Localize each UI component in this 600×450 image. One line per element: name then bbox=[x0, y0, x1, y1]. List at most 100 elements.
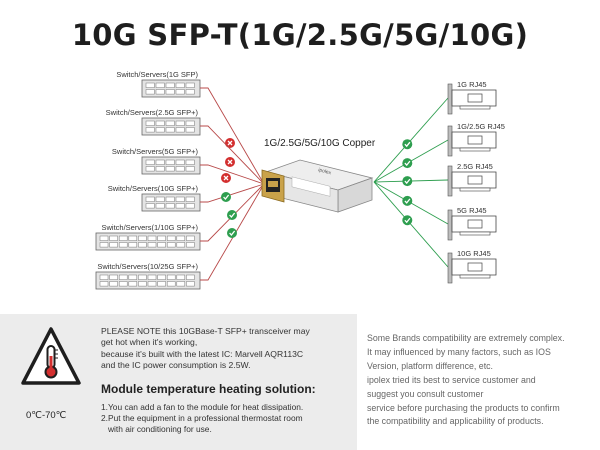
switch-port bbox=[109, 242, 118, 248]
switch-port bbox=[128, 235, 138, 241]
switch-port bbox=[165, 89, 175, 95]
nic-label: 10G RJ45 bbox=[457, 249, 491, 258]
switch-port bbox=[165, 203, 175, 209]
page-title: 10G SFP-T(1G/2.5G/5G/10G) bbox=[71, 18, 529, 52]
nic-chip bbox=[467, 219, 483, 229]
switch-port bbox=[99, 242, 109, 248]
check-icon bbox=[402, 195, 413, 206]
right-link-line bbox=[373, 181, 449, 268]
nic-bracket bbox=[447, 125, 453, 157]
nic-bracket bbox=[447, 165, 453, 197]
nic-label: 1G/2.5G RJ45 bbox=[457, 122, 505, 131]
compat-line: suggest you consult customer bbox=[367, 388, 484, 399]
switch-port bbox=[175, 82, 185, 88]
switch-port bbox=[157, 281, 166, 287]
compat-line: It may influenced by many factors, such … bbox=[367, 346, 551, 357]
switch-port bbox=[147, 281, 157, 287]
left-switch: Switch/Servers(2.5G SFP+) bbox=[106, 108, 265, 185]
check-icon bbox=[221, 192, 231, 202]
compat-line: ipolex tried its best to service custome… bbox=[367, 374, 536, 385]
switch-port bbox=[145, 203, 155, 209]
switch-port bbox=[166, 242, 176, 248]
switch-port bbox=[145, 120, 155, 126]
switch-port bbox=[145, 159, 155, 165]
heat-step: with air conditioning for use. bbox=[101, 424, 212, 434]
left-switch-label: Switch/Servers(10G SFP+) bbox=[108, 184, 199, 193]
check-icon bbox=[227, 228, 237, 238]
switch-port bbox=[157, 242, 166, 248]
nic-edge-connector bbox=[459, 187, 491, 192]
switch-chassis bbox=[141, 79, 201, 98]
switch-port bbox=[175, 89, 185, 95]
switch-port bbox=[165, 127, 175, 133]
switch-port bbox=[145, 127, 155, 133]
check-icon bbox=[402, 158, 413, 169]
switch-port bbox=[109, 274, 118, 280]
module-brand-label: ipolex bbox=[317, 167, 332, 176]
switch-port bbox=[185, 82, 195, 88]
switch-port bbox=[157, 235, 166, 241]
switch-port bbox=[165, 196, 175, 202]
left-link-line bbox=[200, 125, 265, 185]
nic-edge-connector bbox=[459, 147, 491, 152]
switch-chassis bbox=[141, 156, 201, 175]
heat-note-line: because it's built with the latest IC: M… bbox=[101, 348, 304, 359]
switch-port bbox=[155, 166, 165, 172]
switch-port bbox=[109, 281, 118, 287]
switch-port bbox=[99, 235, 109, 241]
switch-port bbox=[145, 166, 155, 172]
compat-line: Some Brands compatibility are extremely … bbox=[367, 333, 565, 343]
check-icon bbox=[402, 139, 413, 150]
copper-speed-label: 1G/2.5G/5G/10G Copper bbox=[264, 138, 376, 149]
right-nic: 5G RJ45 bbox=[373, 181, 497, 241]
left-switch: Switch/Servers(5G SFP+) bbox=[112, 147, 265, 185]
switch-port bbox=[186, 242, 195, 248]
switch-port bbox=[155, 159, 165, 165]
switch-port bbox=[175, 159, 185, 165]
right-nic: 1G RJ45 bbox=[373, 80, 497, 183]
switch-port bbox=[176, 274, 186, 280]
switch-port bbox=[185, 203, 195, 209]
check-icon bbox=[227, 210, 237, 220]
switch-port bbox=[145, 82, 155, 88]
left-switch-label: Switch/Servers(10/25G SFP+) bbox=[97, 262, 198, 271]
switch-port bbox=[175, 203, 185, 209]
left-switch: Switch/Servers(10/25G SFP+) bbox=[95, 183, 265, 290]
switch-port bbox=[185, 127, 195, 133]
switch-port bbox=[138, 281, 147, 287]
right-nic: 2.5G RJ45 bbox=[373, 162, 497, 197]
left-switch: Switch/Servers(1/10G SFP+) bbox=[95, 183, 265, 251]
nic-chip bbox=[467, 135, 483, 145]
switch-port bbox=[128, 281, 138, 287]
switch-port bbox=[109, 235, 118, 241]
heat-step: 2.Put the equipment in a professional th… bbox=[101, 413, 303, 423]
switch-chassis bbox=[95, 232, 201, 251]
switch-port bbox=[165, 159, 175, 165]
nic-label: 2.5G RJ45 bbox=[457, 162, 493, 171]
left-switch-label: Switch/Servers(1/10G SFP+) bbox=[102, 223, 199, 232]
switch-port bbox=[176, 242, 186, 248]
thermometer-warning-icon bbox=[20, 326, 82, 393]
left-switch-group: Switch/Servers(1G SFP) Switch/Servers(2.5… bbox=[95, 70, 265, 290]
heat-note-line: and the IC power consumption is 2.5W. bbox=[101, 359, 251, 370]
nic-bracket bbox=[447, 252, 453, 284]
heat-solution-steps: 1.You can add a fan to the module for he… bbox=[101, 402, 303, 435]
left-link-line bbox=[200, 183, 265, 203]
left-link-line bbox=[200, 183, 265, 281]
left-switch-label: Switch/Servers(1G SFP) bbox=[116, 70, 198, 79]
switch-port bbox=[157, 274, 166, 280]
switch-port bbox=[118, 274, 128, 280]
nic-edge-connector bbox=[459, 231, 491, 236]
switch-port bbox=[99, 281, 109, 287]
check-icon bbox=[402, 176, 413, 187]
switch-port bbox=[165, 82, 175, 88]
switch-port bbox=[118, 235, 128, 241]
switch-port bbox=[175, 120, 185, 126]
right-link-line bbox=[373, 97, 449, 183]
switch-port bbox=[165, 166, 175, 172]
heat-note: PLEASE NOTE this 10GBase-T SFP+ transcei… bbox=[101, 326, 351, 371]
nic-edge-connector bbox=[459, 274, 491, 279]
nic-bracket bbox=[447, 209, 453, 241]
switch-port bbox=[166, 235, 176, 241]
